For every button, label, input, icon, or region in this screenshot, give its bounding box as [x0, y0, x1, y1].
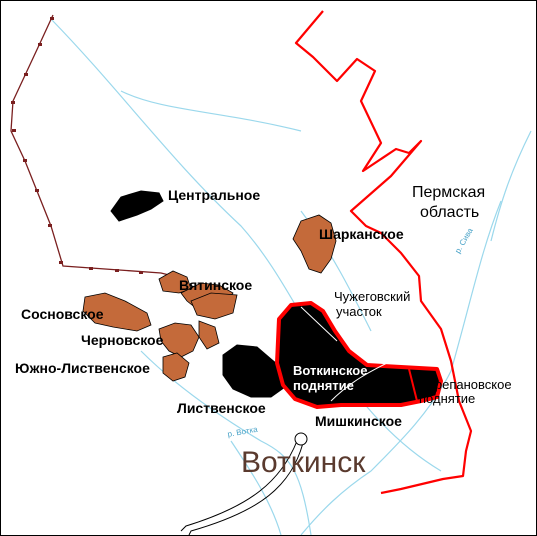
field-yuzhno [162, 352, 190, 382]
label-chuzhegov: Чужеговский участок [334, 289, 410, 319]
label-mishkin: Мишкинское [315, 413, 402, 429]
region-border [294, 10, 473, 495]
label-votkinsk-uplift-line2: поднятие [293, 378, 354, 393]
label-chuzhegov-line1: Чужеговский [334, 289, 411, 304]
field-sosnov [82, 292, 152, 332]
label-region: Пермская область [412, 183, 485, 223]
river-1 [50, 18, 442, 472]
label-vyatin: Вятинское [179, 277, 253, 293]
river-siva [300, 200, 502, 535]
field-chernov [158, 322, 200, 358]
label-region-line2: область [420, 204, 480, 221]
uplifts-black [110, 190, 286, 398]
cherepanov-divider [408, 368, 418, 402]
label-listven: Лиственское [177, 400, 266, 416]
river-4 [230, 440, 282, 535]
label-chernov: Черновское [81, 332, 164, 348]
label-yuzhno: Южно-Лиственское [15, 360, 150, 376]
label-city: Воткинск [241, 446, 366, 479]
field-central [110, 190, 164, 222]
label-sosnov: Сосновское [21, 306, 104, 322]
label-region-line1: Пермская [412, 184, 486, 201]
label-cherepanov-line2: поднятие [419, 391, 476, 406]
label-votkinsk-uplift-line1: Воткинское [293, 363, 368, 378]
railway [10, 14, 174, 277]
label-sharkan: Шарканское [319, 226, 404, 242]
field-vyatin-4 [198, 320, 220, 350]
city-marker [294, 432, 308, 446]
oil-fields-brown [82, 214, 337, 382]
uplift-votkinsk [275, 301, 443, 409]
field-sharkan [292, 214, 337, 274]
label-votkinsk-uplift: Воткинское поднятие [293, 363, 367, 393]
field-vyatin-3 [190, 292, 238, 320]
road [180, 440, 304, 535]
river-5 [490, 130, 532, 242]
label-cherepanov-line1: Черепановское [419, 377, 512, 392]
label-cherepanov: Черепановское поднятие [419, 378, 512, 406]
label-chuzhegov-line2: участок [336, 304, 382, 319]
label-central: Центральное [168, 187, 261, 203]
river-2 [120, 90, 302, 132]
